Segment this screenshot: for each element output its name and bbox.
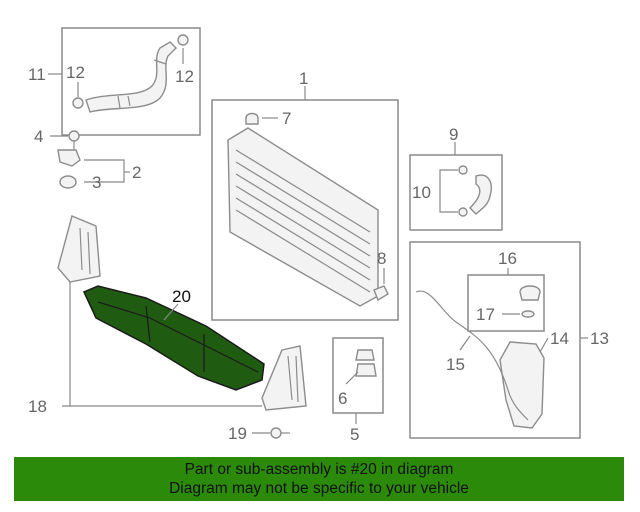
callout-13: 13 xyxy=(590,329,609,348)
callout-2: 2 xyxy=(132,163,141,182)
callout-6: 6 xyxy=(338,389,347,408)
callout-11: 11 xyxy=(28,65,46,84)
reservoir-cap xyxy=(519,285,541,301)
callout-12-left: 12 xyxy=(66,63,85,82)
deflector-20-group: 20 xyxy=(82,285,265,391)
bracket-group: 4 2 3 xyxy=(34,127,141,192)
callout-7: 7 xyxy=(282,109,291,128)
banner-line-1: Part or sub-assembly is #20 in diagram xyxy=(184,461,454,478)
callout-4: 4 xyxy=(34,127,43,146)
reservoir-group: 13 16 17 15 14 xyxy=(409,241,609,439)
callout-20: 20 xyxy=(172,287,191,306)
bolt-19 xyxy=(270,427,282,439)
hose-ribs xyxy=(117,59,167,109)
clamp-10-lower xyxy=(458,207,468,217)
callout-16: 16 xyxy=(498,249,517,268)
air-guide-group: 18 xyxy=(28,215,307,416)
clamp-10-upper xyxy=(458,165,468,175)
info-banner: Part or sub-assembly is #20 in diagram D… xyxy=(14,457,624,501)
radiator-group: 1 7 8 xyxy=(211,69,399,321)
parts-diagram: 11 12 12 4 2 3 1 7 8 9 10 xyxy=(28,27,609,444)
lower-mount-cushion-6 xyxy=(355,363,377,377)
callout-8: 8 xyxy=(377,249,386,268)
callout-19: 19 xyxy=(228,424,247,443)
callout-17: 17 xyxy=(476,305,495,324)
upper-mount-cushion xyxy=(355,349,375,361)
callout-5: 5 xyxy=(350,425,359,444)
hose-clamp-upper xyxy=(177,34,189,46)
air-guide-left xyxy=(57,215,101,283)
callout-3: 3 xyxy=(92,173,101,192)
radiator-fins xyxy=(235,149,371,293)
air-guide-right xyxy=(261,345,307,411)
banner-line-2: Diagram may not be specific to your vehi… xyxy=(169,480,469,497)
cap-seal-17 xyxy=(521,310,535,318)
reservoir-box xyxy=(409,241,581,439)
cap-sub-box xyxy=(467,274,545,332)
overflow-hose xyxy=(415,290,529,421)
callout-18: 18 xyxy=(28,397,47,416)
small-hose-box xyxy=(409,154,503,231)
bolt-19-group: 19 xyxy=(228,424,290,443)
deflector-ribs xyxy=(97,301,259,373)
radiator-core xyxy=(227,127,379,307)
callout-10: 10 xyxy=(412,183,431,202)
callout-15: 15 xyxy=(446,355,465,374)
grommet-3 xyxy=(59,175,77,189)
drain-plug-8 xyxy=(373,285,389,302)
upper-hose-group: 11 12 12 xyxy=(28,27,201,136)
callout-1: 1 xyxy=(299,69,308,88)
callout-14: 14 xyxy=(550,329,569,348)
bypass-hose xyxy=(469,174,492,215)
callout-9: 9 xyxy=(449,125,458,144)
upper-radiator-hose xyxy=(85,41,177,113)
radiator-cap-7 xyxy=(245,112,259,125)
bracket-2 xyxy=(57,149,81,167)
callout-12-right: 12 xyxy=(175,67,194,86)
mount-group: 5 6 xyxy=(332,337,384,444)
upper-hose-box xyxy=(61,27,201,136)
small-hose-group: 9 10 xyxy=(409,125,503,231)
mount-box xyxy=(332,337,384,414)
bolt-4 xyxy=(68,130,80,142)
hose-clamp-lower xyxy=(72,97,84,109)
